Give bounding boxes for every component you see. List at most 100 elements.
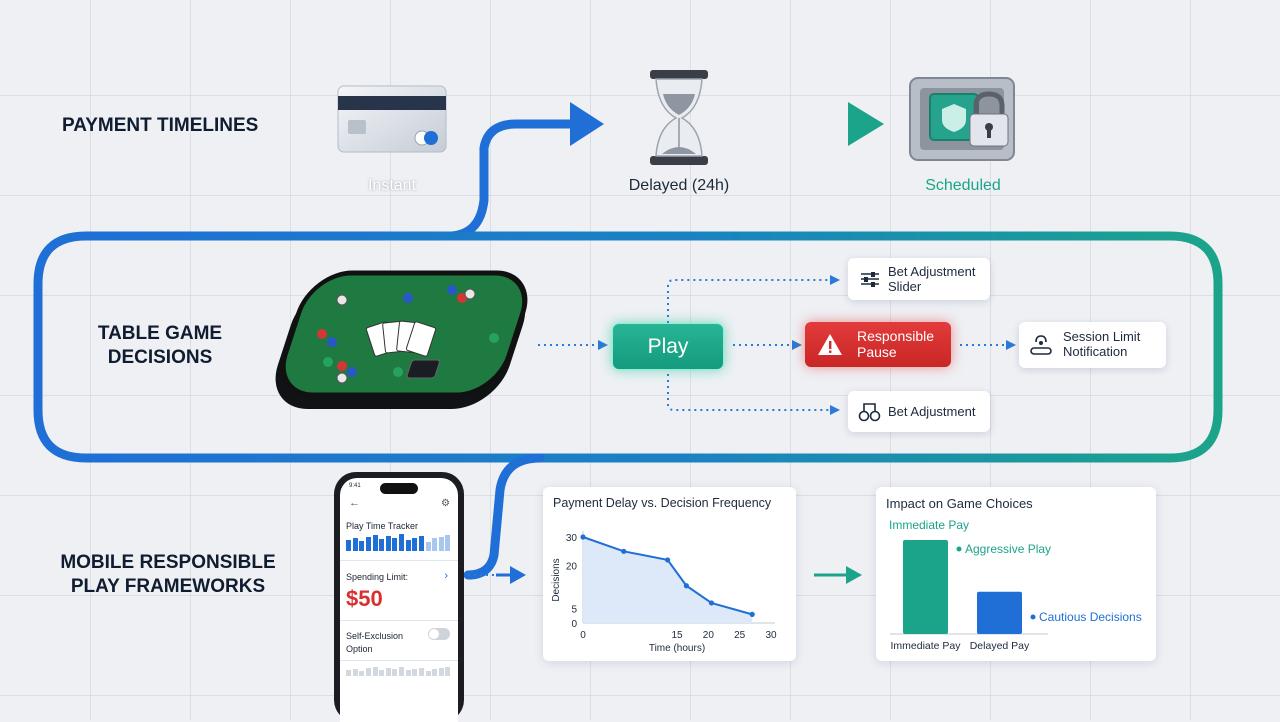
tracker-bar [438, 536, 444, 551]
phone-mockup: 9:41 ← ⚙ Play Time Tracker Spending Limi… [334, 472, 464, 722]
line-series [582, 536, 753, 616]
poker-table-icon [275, 270, 528, 409]
delayed-label: Delayed (24h) [628, 177, 730, 194]
tracker-bar [372, 534, 378, 551]
tracker-bar [359, 541, 365, 551]
bottom-bar [385, 667, 391, 676]
scheduled-label: Scheduled [925, 177, 1001, 194]
y-tick-label: 20 [566, 562, 578, 573]
bottom-bar [372, 667, 378, 676]
bar-chart-panel: Impact on Game Choices Immediate Pay Imm… [876, 487, 1156, 661]
loop-rect-path [33, 231, 1223, 463]
bet-slider-label: Bet Adjustment Slider [888, 264, 975, 294]
bottom-bar [365, 668, 371, 676]
main-loop-path [443, 119, 577, 241]
arrow-head-2 [848, 102, 884, 146]
play-time-bars [346, 533, 452, 551]
bottom-bar [399, 666, 405, 676]
down-to-mobile-path [463, 453, 545, 580]
vault-lock-icon [909, 77, 1015, 161]
session-limit-card[interactable]: Session Limit Notification [1019, 322, 1166, 368]
bottom-bar [432, 669, 438, 676]
tracker-bar [418, 535, 424, 551]
back-arrow-icon[interactable]: ← [349, 497, 360, 509]
line-point [749, 611, 755, 617]
bottom-bar [359, 670, 365, 676]
dotted-arrow-head-5 [830, 405, 840, 415]
bottom-bar [425, 671, 431, 676]
self-exclusion-label: Self-Exclusion Option [346, 630, 403, 656]
spending-limit-label: Spending Limit: [346, 572, 409, 582]
session-line-1: Session Limit [1063, 329, 1141, 344]
toggle-knob [429, 629, 439, 639]
payment-timelines-title: PAYMENT TIMELINES [62, 115, 259, 136]
phone-time: 9:41 [349, 483, 361, 489]
spending-limit-value: $50 [346, 586, 383, 611]
bottom-bar [445, 667, 451, 676]
bar-chart-title: Impact on Game Choices [886, 496, 1033, 511]
slider-icon [861, 272, 879, 287]
notification-icon [1030, 335, 1052, 355]
phone-screen: 9:41 ← ⚙ Play Time Tracker Spending Limi… [340, 478, 458, 722]
line-point [683, 583, 689, 589]
aggressive-play-label: Aggressive Play [965, 542, 1051, 556]
mobile-arrow-head [510, 566, 526, 584]
bar-1 [977, 591, 1022, 634]
tracker-bar [365, 536, 371, 551]
playing-cards [365, 320, 437, 357]
table-game-title-line-1: TABLE GAME [97, 323, 223, 344]
settings-icon[interactable]: ⚙ [441, 498, 450, 509]
instant-label: Instant [367, 177, 417, 194]
bottom-bar [352, 668, 358, 676]
play-label: Play [647, 335, 689, 358]
responsible-pause-button[interactable]: Responsible Pause [805, 322, 951, 367]
dotted-arrow-head-3 [1006, 340, 1016, 350]
tracker-bar [445, 534, 451, 551]
poker-chips [317, 285, 499, 384]
x-tick-label: 0 [580, 630, 586, 641]
line-point [665, 557, 671, 563]
bar-category-label: Immediate Pay [890, 640, 961, 652]
bottom-bar [405, 670, 411, 676]
x-tick-label: 25 [734, 630, 746, 641]
dotted-arrow-head-1 [598, 340, 608, 350]
bet-adjustment-card[interactable]: Bet Adjustment [848, 391, 990, 432]
play-button[interactable]: Play [612, 323, 724, 370]
phone-bottom-bars [346, 666, 452, 676]
self-exclusion-line-2: Option [346, 644, 373, 654]
bar-0 [903, 540, 948, 634]
y-axis-label: Decisions [551, 558, 562, 601]
bet-slider-line-2: Slider [888, 279, 922, 294]
tracker-bar [379, 539, 385, 551]
bottom-bar [418, 667, 424, 676]
phone-divider-2 [340, 620, 458, 621]
chevron-right-icon[interactable]: › [444, 570, 448, 582]
x-tick-label: 20 [703, 630, 715, 641]
self-exclusion-toggle[interactable] [428, 628, 450, 640]
mobile-frameworks-title: MOBILE RESPONSIBLE PLAY FRAMEWORKS [56, 551, 280, 599]
line-point [708, 600, 715, 606]
table-game-title: TABLE GAME DECISIONS [96, 322, 224, 370]
charts-arrow-head [846, 566, 862, 584]
tracker-bar [399, 533, 405, 551]
hourglass-icon [650, 70, 708, 165]
line-point [621, 548, 627, 554]
annotation-dot [956, 546, 962, 552]
play-time-tracker-label: Play Time Tracker [346, 521, 419, 531]
bet-adjustment-label: Bet Adjustment [888, 404, 976, 419]
tracker-bar [392, 538, 398, 551]
bet-slider-card[interactable]: Bet Adjustment Slider [848, 258, 990, 300]
tracker-bar [385, 535, 391, 551]
dotted-play-to-bet [667, 368, 832, 411]
pause-line-1: Responsible [857, 328, 935, 344]
bottom-bar [412, 668, 418, 676]
bottom-bar [379, 669, 385, 676]
arrow-head-1 [570, 102, 604, 146]
line-area [583, 537, 753, 623]
mobile-title-line-1: MOBILE RESPONSIBLE [60, 552, 276, 573]
pause-label: Responsible Pause [857, 328, 934, 360]
pause-line-2: Pause [857, 344, 897, 360]
bet-slider-line-1: Bet Adjustment [888, 264, 976, 279]
